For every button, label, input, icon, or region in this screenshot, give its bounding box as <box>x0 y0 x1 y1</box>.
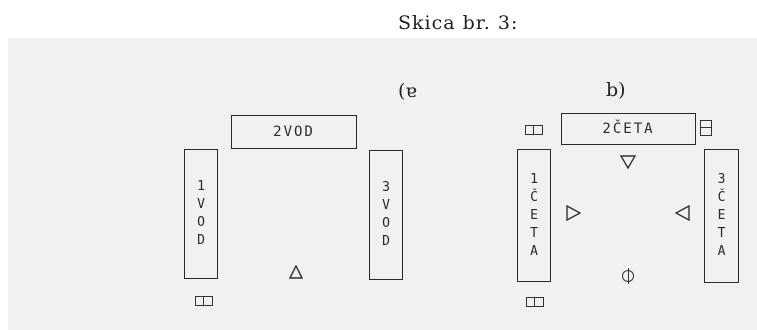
diagram-b-label: b) <box>606 79 626 101</box>
pair-box-icon <box>525 125 543 135</box>
left-box-char: T <box>530 225 538 241</box>
right-box-char: E <box>717 208 726 223</box>
diagram-a-top-box: 2VOD <box>231 115 357 149</box>
left-box-char: A <box>530 243 538 259</box>
right-box-char: T <box>717 226 726 241</box>
left-box-char: 1 <box>197 179 205 194</box>
diagram-b-top-box: 2ČETA <box>561 113 696 145</box>
figure-panel: (ɐ 2VOD 1 V O D 3 V O D b) 2ČETA 1 Č E T… <box>8 38 757 330</box>
left-box-char: 1 <box>530 171 538 187</box>
right-box-char: A <box>717 244 726 259</box>
left-box-char: Č <box>530 189 538 205</box>
pair-box-icon <box>526 297 544 307</box>
right-box-char: 3 <box>382 180 390 195</box>
left-box-char: V <box>197 197 205 212</box>
left-box-char: O <box>197 215 205 230</box>
right-box-char: D <box>382 234 390 249</box>
triangle-up-icon <box>289 265 303 279</box>
triangle-down-icon <box>620 154 636 170</box>
diagram-b-right-box: 3 Č E T A <box>704 149 739 283</box>
sketch-title: Skica br. 3: <box>398 12 519 34</box>
diagram-b-left-box: 1 Č E T A <box>517 149 551 282</box>
triangle-right-icon <box>565 205 581 221</box>
triangle-left-icon <box>675 205 691 221</box>
right-box-char: Č <box>717 190 726 205</box>
stacked-box-icon <box>700 120 712 136</box>
diagram-a-left-box: 1 V O D <box>184 149 218 279</box>
right-box-char: V <box>382 198 390 213</box>
diagram-a-right-box: 3 V O D <box>369 150 403 280</box>
phi-circle-icon <box>622 268 634 284</box>
diagram-a-label: (ɐ <box>398 80 417 102</box>
pair-box-icon <box>195 296 213 306</box>
right-box-char: O <box>382 216 390 231</box>
left-box-char: E <box>530 207 538 223</box>
left-box-char: D <box>197 233 205 248</box>
right-box-char: 3 <box>717 172 726 187</box>
